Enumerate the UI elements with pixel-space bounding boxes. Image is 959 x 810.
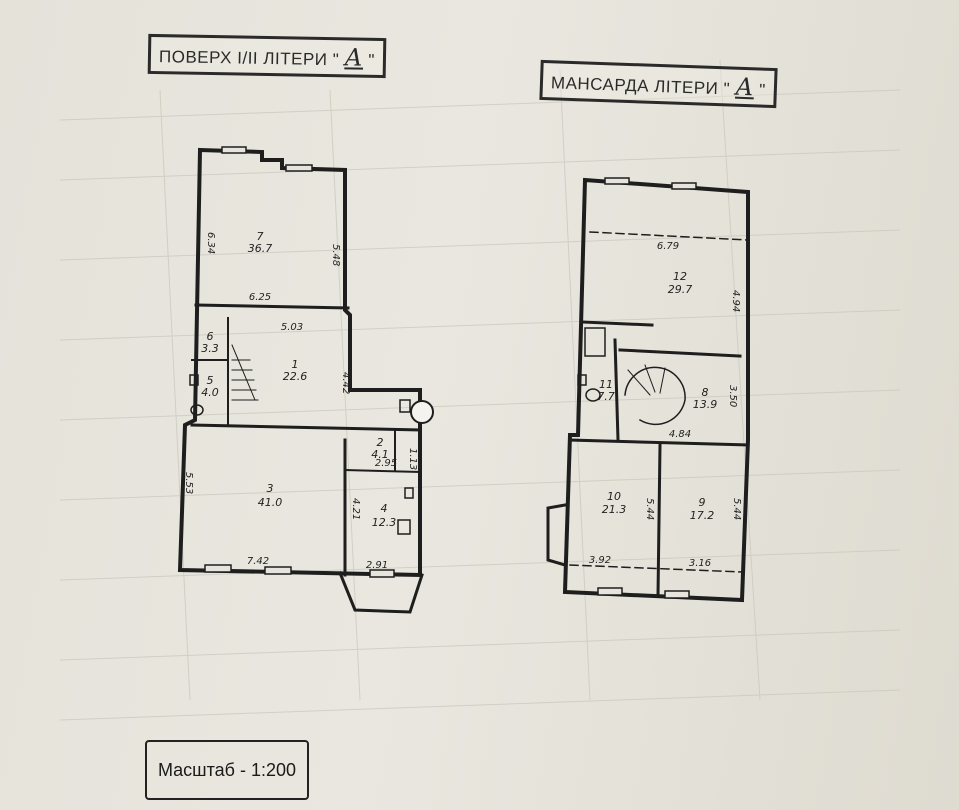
room-9-area: 17.2 — [690, 509, 715, 522]
room-6-no: 6 — [207, 330, 214, 343]
room-7-no: 7 — [257, 230, 264, 243]
dim-4-84: 4.84 — [669, 429, 691, 440]
room-4-area: 12.3 — [372, 516, 397, 529]
room-5-area: 4.0 — [201, 386, 219, 399]
scale-label-box: Масштаб - 1:200 — [145, 740, 309, 800]
dim-5-53: 5.53 — [183, 472, 194, 494]
room-8-no: 8 — [702, 386, 709, 399]
room-11-no: 11 — [599, 378, 613, 391]
room-10-no: 10 — [607, 490, 621, 503]
room-1-no: 1 — [292, 358, 299, 371]
attic-plan — [546, 177, 750, 603]
dim-7-42: 7.42 — [247, 556, 269, 567]
dim-6-25: 6.25 — [249, 292, 271, 303]
dim-4-94: 4.94 — [730, 290, 741, 312]
dim-3-92: 3.92 — [589, 555, 611, 566]
room-6-area: 3.3 — [201, 342, 219, 355]
dim-5-48: 5.48 — [330, 244, 341, 266]
dim-6-34: 6.34 — [205, 232, 216, 254]
room-1-area: 22.6 — [283, 370, 308, 383]
floor-plan — [177, 146, 434, 614]
room-4-no: 4 — [381, 502, 388, 515]
dim-4-42: 4.42 — [340, 372, 351, 394]
scale-label: Масштаб - 1:200 — [157, 759, 297, 780]
dim-3-50: 3.50 — [727, 385, 738, 407]
dim-3-16: 3.16 — [689, 558, 711, 569]
room-12-area: 29.7 — [668, 283, 693, 296]
room-3-area: 41.0 — [258, 496, 283, 509]
dim-2-91: 2.91 — [366, 560, 388, 571]
dim-4-21: 4.21 — [350, 498, 361, 520]
room-10-area: 21.3 — [602, 503, 627, 516]
dim-6-79: 6.79 — [657, 241, 679, 252]
room-8-area: 13.9 — [693, 398, 718, 411]
dim-5-44-left: 5.44 — [644, 498, 655, 520]
room-9-no: 9 — [699, 496, 706, 509]
room-5-no: 5 — [207, 374, 214, 387]
room-12-no: 12 — [673, 270, 687, 283]
room-7-area: 36.7 — [248, 242, 273, 255]
dim-5-03: 5.03 — [281, 322, 303, 333]
room-2-no: 2 — [377, 436, 384, 449]
room-11-area: 7.7 — [597, 390, 615, 403]
dim-5-44-right: 5.44 — [731, 498, 742, 520]
room-2-area: 4.1 — [371, 448, 389, 461]
room-3-no: 3 — [267, 482, 274, 495]
dim-2-95: 2.95 — [375, 458, 397, 469]
dim-1-13: 1.13 — [407, 448, 418, 470]
